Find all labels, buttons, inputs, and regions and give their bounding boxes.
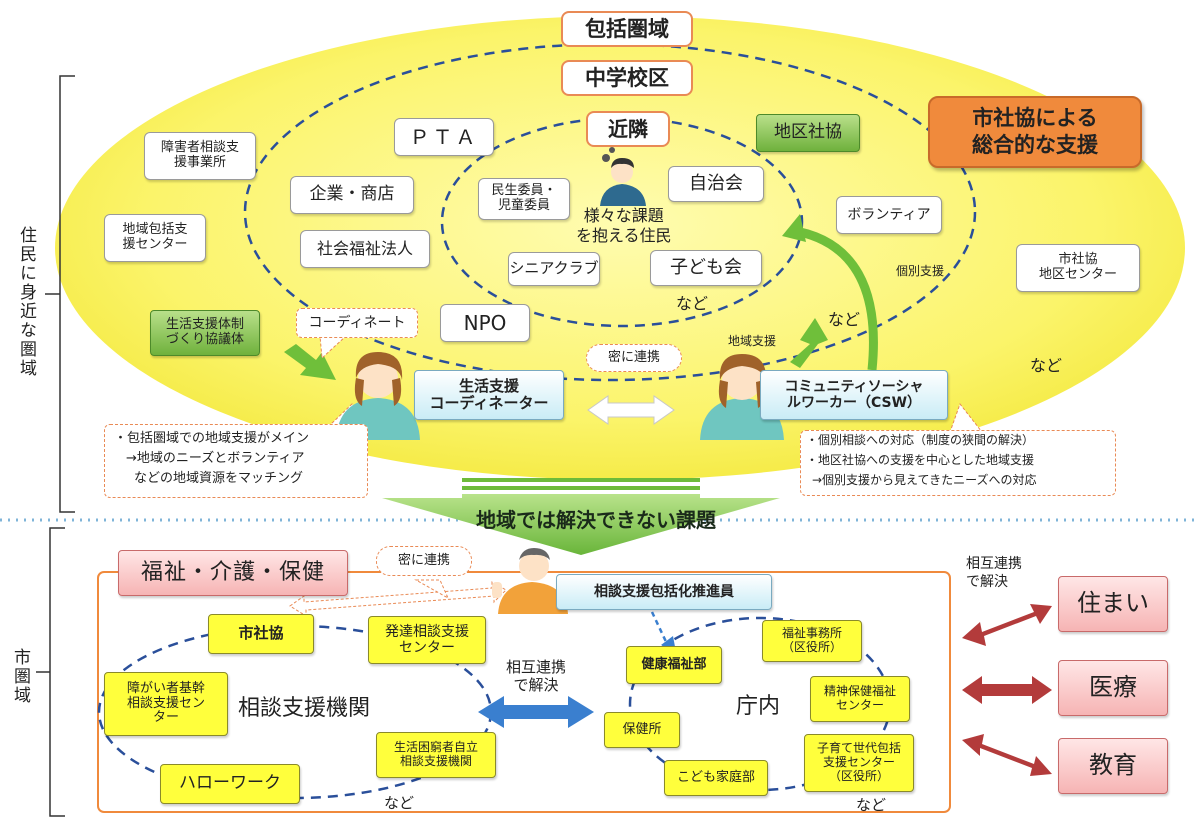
child-support-center-box: 子育て世代包括 支援センター （区役所） — [804, 734, 914, 792]
coordinator-arrow — [284, 344, 336, 380]
coordinator-note-line-2: →地域のニーズとボランティア — [126, 451, 305, 466]
hellowork-box: ハローワーク — [160, 764, 300, 804]
community-support-label: 地域支援 — [728, 334, 777, 348]
city-district-center-box: 市社協 地区センター — [1016, 244, 1140, 292]
minsei-box: 民生委員・ 児童委員 — [478, 178, 570, 220]
coordinator-note-line-1: ・包括圏域での地域支援がメイン — [114, 431, 310, 446]
residents-with-issues: 様々な課題 を抱える住民 — [576, 206, 672, 245]
coordinate-bubble: コーディネート — [296, 308, 418, 338]
residents-near-area-label: 住民に身近な圏域 — [16, 226, 36, 378]
volunteer-box: ボランティア — [836, 196, 942, 234]
mutual-right-label: 相互連携 で解決 — [966, 556, 1022, 590]
close-link-double-arrow — [587, 395, 675, 425]
csw-note-line-1: ・個別相談への対応（制度の狭間の解決） — [806, 433, 1035, 447]
senior-club-box: シニアクラブ — [508, 252, 600, 286]
coordinator-note — [104, 424, 368, 498]
close-link-top-label: 密に連携 — [586, 344, 682, 372]
company-box: 企業・商店 — [290, 176, 414, 214]
neighborhood-etc-label: など — [676, 294, 709, 313]
disability-base-box: 障がい者基幹 相談支援セン ター — [104, 672, 228, 736]
unresolved-issues-label: 地域では解決できない課題 — [476, 508, 716, 532]
outer-area-etc-label: など — [1030, 356, 1063, 375]
inclusive-area-title: 包括圏域 — [561, 11, 693, 47]
red-arrows — [962, 604, 1052, 776]
unresolved-down-arrow — [382, 478, 780, 555]
coordinator-note-line-3: などの地域資源をマッチング — [134, 471, 304, 486]
promoter-person-illustration — [492, 548, 568, 614]
mutual-left-label: 相互連携 で解決 — [506, 658, 567, 694]
livelihood-box: 生活困窮者自立 相談支援機関 — [376, 732, 496, 778]
promoter-down-arrow — [650, 611, 670, 647]
kodomo-box: 子ども会 — [650, 250, 762, 286]
medical-box: 医療 — [1058, 660, 1168, 716]
csw-person-illustration — [700, 354, 784, 440]
city-area-label: 市圏域 — [10, 648, 30, 705]
middle-area-etc-label: など — [828, 310, 861, 329]
welfare-care-health-title: 福祉・介護・保健 — [118, 550, 348, 596]
disability-office-box: 障害者相談支 援事業所 — [144, 132, 256, 180]
resident-illustration — [600, 147, 646, 206]
education-box: 教育 — [1058, 738, 1168, 794]
office-etc-label: など — [856, 796, 887, 814]
csw-label-box: コミュニティソーシャ ルワーカー（CSW） — [760, 370, 948, 420]
child-family-box: こども家庭部 — [664, 760, 768, 796]
consult-org-label: 相談支援機関 — [238, 696, 371, 721]
mutual-blue-arrow — [478, 696, 594, 728]
neighborhood-title: 近隣 — [586, 111, 670, 147]
inclusive-area-ellipse — [55, 16, 1185, 480]
city-area-bracket — [49, 527, 65, 817]
in-office-label: 庁内 — [736, 694, 781, 719]
housing-box: 住まい — [1058, 576, 1168, 632]
promoter-label-box: 相談支援包括化推進員 — [556, 574, 772, 610]
district-council-box: 地区社協 — [756, 114, 860, 152]
csw-note — [800, 430, 1116, 496]
middle-school-area-title: 中学校区 — [561, 60, 693, 96]
consult-etc-label: など — [384, 794, 415, 812]
csw-note-line-3: →個別支援から見えてきたニーズへの対応 — [812, 473, 1037, 487]
mental-center-box: 精神保健福祉 センター — [810, 676, 910, 722]
close-link-bottom-arrow — [289, 581, 507, 617]
social-welfare-corp-box: 社会福祉法人 — [300, 230, 430, 268]
health-center-box: 保健所 — [604, 712, 680, 748]
npo-box: NPO — [440, 304, 530, 342]
close-link-bottom-label: 密に連携 — [376, 546, 472, 576]
city-council-support-box: 市社協による 総合的な支援 — [928, 96, 1142, 168]
welfare-office-box: 福祉事務所 （区役所） — [762, 620, 862, 662]
community-support-arrow — [790, 318, 828, 368]
community-support-center-box: 地域包括支 援センター — [104, 214, 206, 262]
health-welfare-box: 健康福祉部 — [626, 646, 722, 684]
pta-box: ＰＴＡ — [394, 118, 494, 156]
individual-support-arrow — [789, 225, 878, 371]
city-council-box: 市社協 — [208, 614, 314, 654]
coordinator-label-box: 生活支援 コーディネーター — [414, 370, 564, 420]
life-support-body-box: 生活支援体制 づくり協議体 — [150, 310, 260, 356]
jichikai-box: 自治会 — [668, 166, 764, 202]
csw-note-line-2: ・地区社協への支援を中心とした地域支援 — [806, 453, 1035, 467]
individual-support-label: 個別支援 — [896, 264, 945, 278]
dev-center-box: 発達相談支援 センター — [368, 616, 486, 664]
